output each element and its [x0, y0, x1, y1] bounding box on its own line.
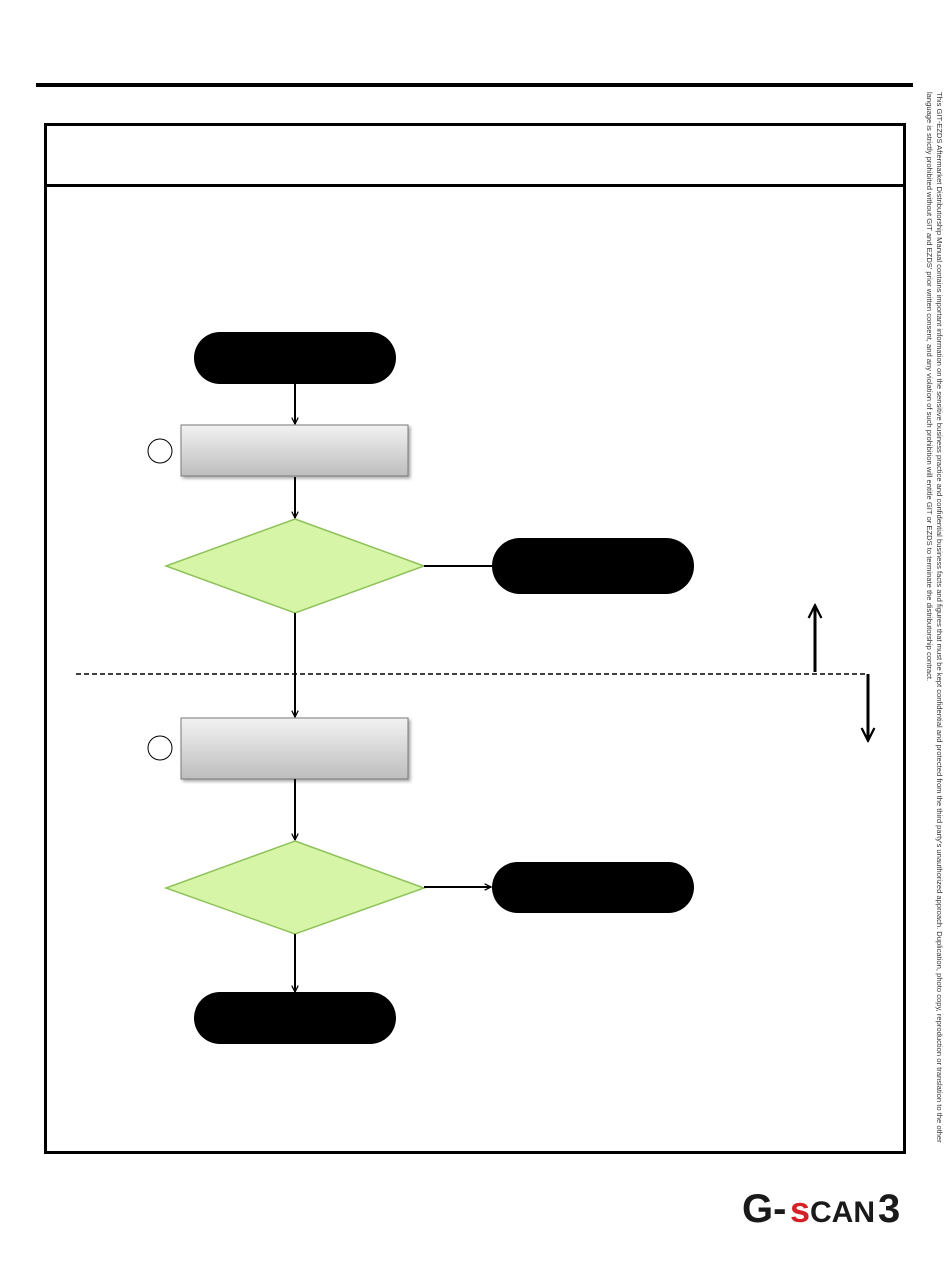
step-2-marker: [147, 735, 173, 761]
gscan3-logo: G- s CAN 3: [742, 1187, 900, 1231]
process-step-1: [180, 424, 409, 477]
decision-2: [163, 840, 427, 935]
svg-text:3: 3: [878, 1187, 900, 1231]
svg-text:s: s: [790, 1189, 810, 1230]
frame-header: [47, 126, 903, 187]
decision-1: [163, 518, 427, 614]
svg-text:CAN: CAN: [810, 1196, 875, 1229]
top-rule: [36, 83, 913, 87]
result-2-terminal: [492, 862, 694, 913]
start-terminal: [194, 332, 396, 384]
result-1-terminal: [492, 538, 694, 594]
content-frame: [44, 123, 906, 1154]
process-step-2: [180, 717, 409, 780]
end-terminal: [194, 992, 396, 1044]
confidentiality-notice: This GIT-EZDS Aftermarket Distributorshi…: [925, 92, 944, 1143]
step-1-marker: [147, 438, 173, 464]
svg-text:G-: G-: [742, 1187, 786, 1231]
